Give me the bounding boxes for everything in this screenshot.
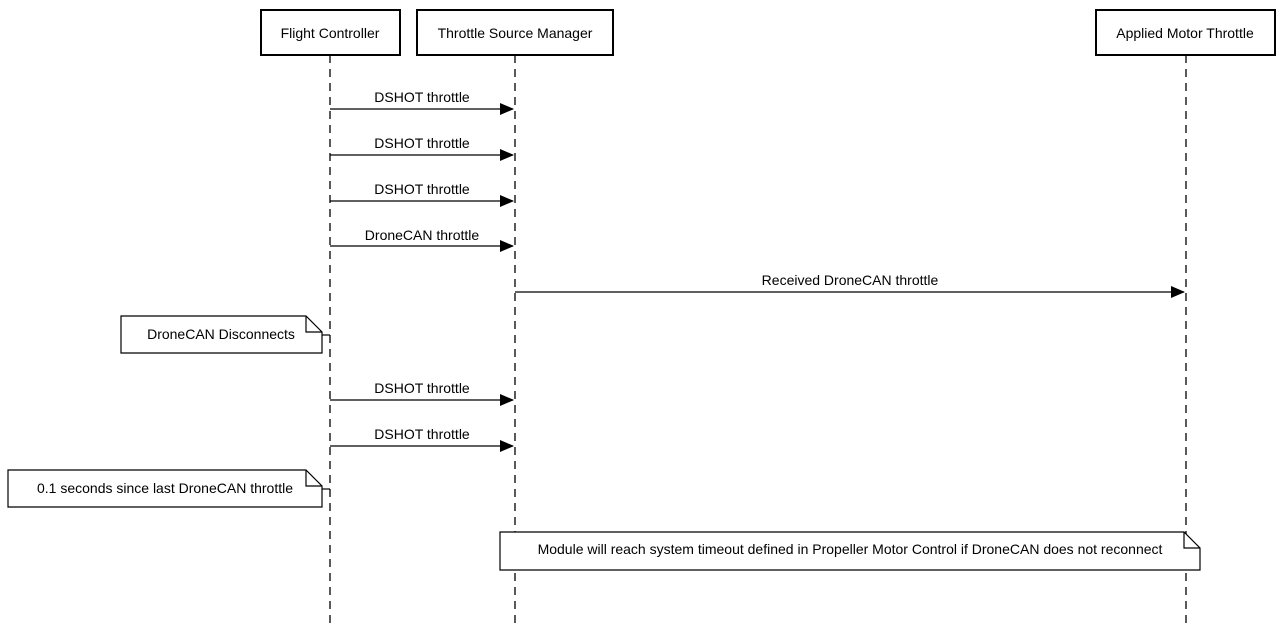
message-label: DSHOT throttle [374, 380, 470, 396]
note-text: Module will reach system timeout defined… [538, 541, 1163, 557]
message-label: DSHOT throttle [374, 426, 470, 442]
message-label: DroneCAN throttle [365, 227, 480, 243]
participant-label: Flight Controller [281, 25, 380, 41]
message-arrow: DSHOT throttle [330, 181, 514, 207]
message-arrow: Received DroneCAN throttle [515, 272, 1185, 298]
note-text: 0.1 seconds since last DroneCAN throttle [37, 480, 293, 496]
message-label: DSHOT throttle [374, 181, 470, 197]
note-text: DroneCAN Disconnects [147, 326, 295, 342]
message-arrow: DSHOT throttle [330, 135, 514, 161]
note-dronecan-disconnects: DroneCAN Disconnects [120, 315, 330, 354]
participant-throttle-source-manager: Throttle Source Manager [416, 9, 614, 56]
participant-applied-motor-throttle: Applied Motor Throttle [1095, 9, 1276, 56]
message-arrow: DroneCAN throttle [330, 227, 514, 252]
message-arrow: DSHOT throttle [330, 426, 514, 452]
message-label: DSHOT throttle [374, 89, 470, 105]
participant-label: Throttle Source Manager [438, 25, 593, 41]
note-system-timeout: Module will reach system timeout defined… [499, 531, 1201, 571]
message-label: Received DroneCAN throttle [762, 272, 939, 288]
participant-flight-controller: Flight Controller [260, 9, 401, 56]
note-timeout-elapsed: 0.1 seconds since last DroneCAN throttle [7, 469, 330, 508]
message-arrow: DSHOT throttle [330, 89, 514, 115]
message-label: DSHOT throttle [374, 135, 470, 151]
message-arrow: DSHOT throttle [330, 380, 514, 406]
participant-label: Applied Motor Throttle [1116, 25, 1254, 41]
